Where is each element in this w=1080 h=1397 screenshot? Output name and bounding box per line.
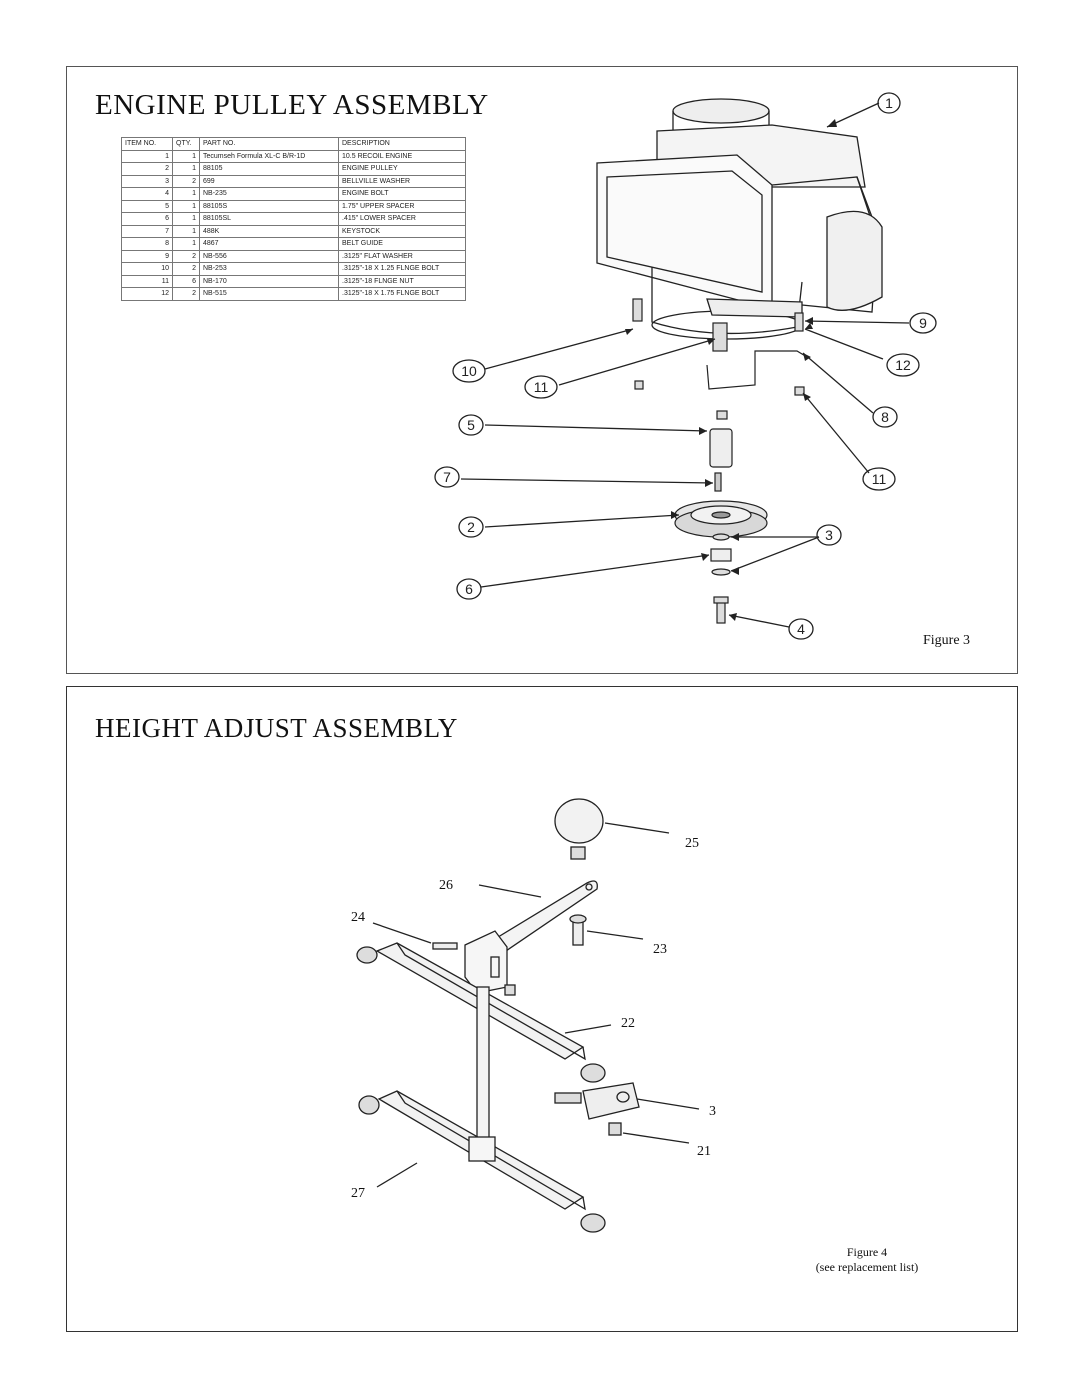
label-3: 3 <box>709 1104 716 1119</box>
label-26: 26 <box>439 878 453 893</box>
callout-3-bubble <box>816 524 842 546</box>
callout-10: 10 <box>461 363 477 379</box>
height-adjust-panel: HEIGHT ADJUST ASSEMBLY <box>66 686 1018 1332</box>
callout-11a: 11 <box>534 379 549 395</box>
callout-leaders <box>460 102 910 628</box>
crankshaft-end <box>712 322 728 352</box>
label-22: 22 <box>621 1016 635 1031</box>
callout-1-bubble <box>877 92 901 114</box>
plate <box>582 1082 640 1120</box>
knob-nut <box>570 846 586 860</box>
callout-11a-bubble <box>524 375 558 399</box>
figure-4-note: (see replacement list) <box>815 1260 919 1274</box>
label-25: 25 <box>685 836 699 851</box>
callout-11b-bubble <box>862 467 896 491</box>
callout-3: 3 <box>825 527 833 543</box>
callout-9: 9 <box>919 315 927 331</box>
plate-stub <box>554 1092 582 1104</box>
upper-spacer <box>709 428 733 468</box>
table-cell: 12 <box>121 287 173 301</box>
table-cell: .3125"-18 X 1.75 FLNGE BOLT <box>338 287 466 301</box>
flange-nut-center <box>716 410 728 420</box>
pivot-bracket <box>464 930 508 994</box>
callout-6: 6 <box>465 581 473 597</box>
bolt-24 <box>432 942 458 950</box>
bracket-slot <box>490 956 500 978</box>
callout-10-bubble <box>452 359 486 383</box>
label-24: 24 <box>351 910 365 925</box>
callout-6-bubble <box>456 578 482 600</box>
bellville-washer-upper <box>712 533 730 541</box>
nut-21 <box>608 1122 622 1136</box>
knob <box>554 798 604 844</box>
label-23: 23 <box>653 942 667 957</box>
callout-8: 8 <box>881 409 889 425</box>
engine-bolt <box>716 600 726 624</box>
callout-7: 7 <box>443 469 451 485</box>
callout-4: 4 <box>797 621 805 637</box>
callout-5-bubble <box>458 414 484 436</box>
callout-1: 1 <box>885 95 893 111</box>
figure-4-caption: Figure 4 (see replacement list) <box>727 1245 1007 1275</box>
engine-pulley-title: ENGINE PULLEY ASSEMBLY <box>95 89 489 121</box>
callout-arrowheads <box>625 119 837 621</box>
height-adjust-title: HEIGHT ADJUST ASSEMBLY <box>95 713 458 743</box>
lower-bracket <box>468 1136 496 1162</box>
figure-4-label: Figure 4 <box>846 1245 888 1259</box>
engine-bolt-head <box>713 596 729 604</box>
belt-guide <box>706 350 808 390</box>
vertical-post <box>476 986 490 1144</box>
callout-12-bubble <box>886 353 920 377</box>
figure-3-caption: Figure 3 <box>923 633 971 648</box>
flange-bolt-12 <box>794 312 804 332</box>
callout-4-bubble <box>788 618 814 640</box>
callout-2: 2 <box>467 519 475 535</box>
callout-5: 5 <box>467 417 475 433</box>
lower-spacer <box>710 548 732 562</box>
lever-hole <box>585 883 593 891</box>
flange-nut-right <box>794 386 805 396</box>
callout-12: 12 <box>895 357 911 373</box>
callout-2-bubble <box>458 516 484 538</box>
exploded-parts <box>632 298 808 624</box>
upper-nut <box>504 984 516 996</box>
callout-8-bubble <box>872 406 898 428</box>
engine-pulley-part <box>674 500 768 538</box>
engine-pulley-panel: ENGINE PULLEY ASSEMBLY ITEM NO. QTY. PAR… <box>66 66 1018 674</box>
keystock <box>714 472 722 492</box>
bolt-23-head <box>569 914 587 924</box>
height-leaders <box>372 822 700 1188</box>
callout-7-bubble <box>434 466 460 488</box>
flange-nut-left <box>634 380 644 390</box>
lever-arm <box>483 880 598 954</box>
callout-9-bubble <box>909 312 937 334</box>
height-adjust-drawing: 25 26 24 23 22 3 21 27 <box>351 798 716 1233</box>
flange-bolt-10 <box>632 298 643 322</box>
callout-11b: 11 <box>872 471 887 487</box>
bellville-washer-lower <box>711 568 731 576</box>
label-27: 27 <box>351 1186 365 1201</box>
label-21: 21 <box>697 1144 711 1159</box>
engine-exploded-drawing: 1 9 12 10 11 8 5 11 7 2 3 6 4 <box>434 92 937 640</box>
table-cell: NB-515 <box>199 287 339 301</box>
